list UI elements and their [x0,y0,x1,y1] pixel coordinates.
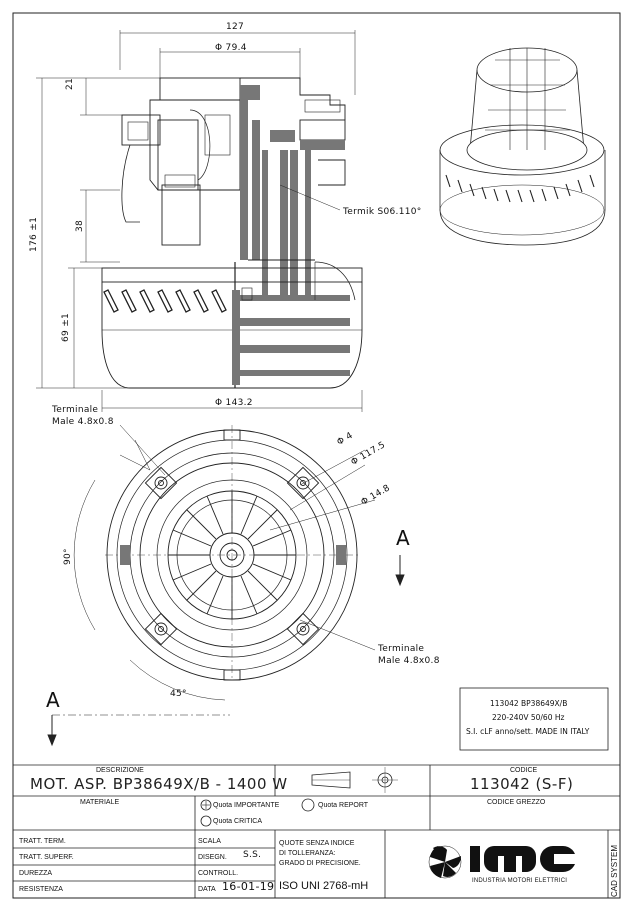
descrizione-value: MOT. ASP. BP38649X/B - 1400 W [30,775,288,793]
spec-line-3: S.I. cLF anno/sett. MADE IN ITALY [466,727,590,736]
quota-critica: Quota CRITICA [213,818,263,825]
disegn-value: S.S. [243,850,262,860]
termik-label: Termik S06.110° [343,207,422,217]
terminal-top-label-2: Male 4.8x0.8 [52,417,114,427]
cad-system-label: CAD SYSTEM [610,844,619,897]
section-marker-left: A [46,688,60,712]
terminal-bottom-label-2: Male 4.8x0.8 [378,656,440,666]
angle-45: 45° [170,689,187,699]
codice-label: CODICE [510,767,538,774]
row-durezza: DUREZZA [19,870,53,877]
quota-importante: Quota IMPORTANTE [213,802,280,809]
dim-lower-height: 69 ±1 [61,312,71,342]
isometric-view [439,47,606,246]
tolerance-line-1: QUOTE SENZA INDICE [279,840,355,847]
quota-report: Quota REPORT [318,802,369,809]
row-resistenza: RESISTENZA [19,886,63,893]
dim-base-diameter: Φ 143.2 [215,398,253,408]
spec-line-2: 220-240V 50/60 Hz [492,713,565,722]
plan-view [47,424,405,747]
dim-total-height: 176 ±1 [29,216,39,252]
angle-90: 90° [63,548,73,565]
sheet-border [12,12,621,899]
scala-label: SCALA [198,838,221,845]
dim-top-height: 21 [65,77,75,90]
data-label: DATA [198,886,216,893]
tolerance-line-2: DI TOLLERANZA: [279,850,336,857]
housing-louvers [103,289,227,313]
section-marker-right: A [396,526,410,550]
title-block-grid [13,764,620,898]
controll-label: CONTROLL. [198,870,239,877]
dim-mid-height: 38 [75,219,85,232]
codice-grezzo-label: CODICE GREZZO [487,799,546,806]
tolerance-line-3: GRADO DI PRECISIONE. [279,860,361,867]
terminal-top-label-1: Terminale [52,405,99,415]
row-tratt-superf: TRATT. SUPERF. [19,854,74,861]
disegn-label: DISEGN. [198,854,227,861]
logo-subtitle: INDUSTRIA MOTORI ELETTRICI [472,878,568,884]
terminal-bottom-label-1: Terminale [378,644,425,654]
materiale-label: MATERIALE [80,799,120,806]
codice-value: 113042 (S-F) [470,775,574,793]
row-tratt-term: TRATT. TERM. [19,838,66,845]
side-section-view [36,30,363,412]
spec-box [459,687,609,751]
spec-line-1: 113042 BP38649X/B [490,699,568,708]
descrizione-label: DESCRIZIONE [96,767,144,774]
dim-overall-width: 127 [226,22,245,32]
imc-logo [428,845,576,879]
data-value: 16-01-19 [222,880,275,893]
dim-diameter-top: Φ 79.4 [215,43,247,53]
iso-standard: ISO UNI 2768-mH [279,880,369,892]
